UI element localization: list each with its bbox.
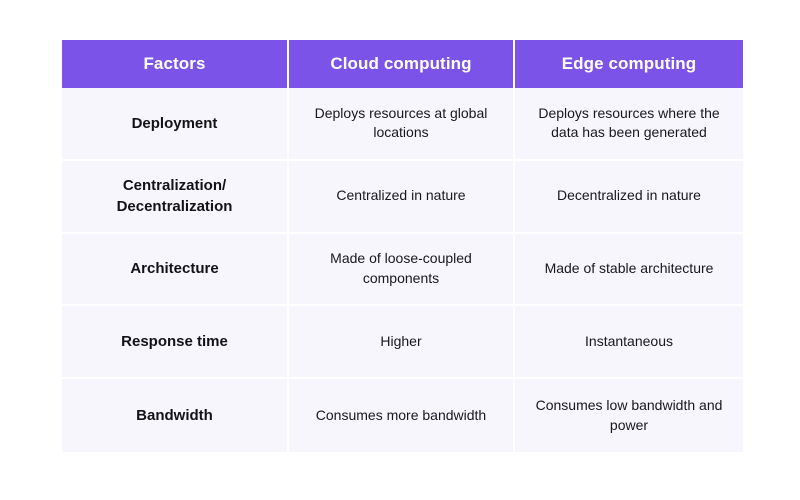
cell-edge: Deploys resources where the data has bee… — [515, 88, 743, 161]
factor-label: Deployment — [131, 114, 218, 132]
table-row: Bandwidth Consumes more bandwidth Consum… — [62, 379, 743, 452]
factor-label: Bandwidth — [136, 407, 213, 425]
cloud-value: Made of loose-coupled components — [330, 250, 472, 286]
cell-cloud: Made of loose-coupled components — [289, 233, 515, 307]
table-row: Deployment Deploys resources at global l… — [62, 88, 743, 161]
cell-edge: Made of stable architecture — [515, 233, 743, 307]
edge-value: Deploys resources where the data has bee… — [538, 104, 720, 141]
cell-factor: Bandwidth — [62, 379, 289, 452]
cell-factor: Centralization/ Decentralization — [62, 160, 289, 234]
edge-value: Decentralized in nature — [557, 187, 701, 204]
column-header-edge-computing: Edge computing — [515, 40, 743, 88]
cell-factor: Deployment — [62, 88, 289, 161]
cloud-value: Consumes more bandwidth — [315, 406, 487, 423]
factor-label: Architecture — [130, 260, 219, 278]
table-row: Centralization/ Decentralization Central… — [62, 160, 743, 234]
comparison-table: Factors Cloud computing Edge computing D… — [62, 40, 743, 452]
cell-factor: Architecture — [62, 233, 289, 307]
edge-value: Consumes low bandwidth and power — [535, 397, 723, 433]
cloud-value: Deploys resources at global locations — [314, 104, 488, 141]
cell-cloud: Centralized in nature — [289, 160, 515, 234]
column-header-cloud-computing: Cloud computing — [289, 40, 515, 88]
cell-edge: Instantaneous — [515, 306, 743, 380]
column-header-factors: Factors — [62, 40, 289, 88]
cloud-value: Centralized in nature — [336, 187, 466, 204]
edge-value: Instantaneous — [585, 332, 673, 349]
table-body: Deployment Deploys resources at global l… — [62, 88, 743, 452]
table-header: Factors Cloud computing Edge computing — [62, 40, 743, 88]
edge-value: Made of stable architecture — [544, 260, 714, 277]
cell-edge: Decentralized in nature — [515, 160, 743, 234]
cell-cloud: Consumes more bandwidth — [289, 379, 515, 452]
factor-label: Response time — [121, 333, 228, 351]
cell-edge: Consumes low bandwidth and power — [515, 379, 743, 452]
factor-label: Centralization/ Decentralization — [116, 177, 233, 216]
header-row: Factors Cloud computing Edge computing — [62, 40, 743, 88]
cell-cloud: Deploys resources at global locations — [289, 88, 515, 161]
cell-cloud: Higher — [289, 306, 515, 380]
table-row: Response time Higher Instantaneous — [62, 306, 743, 380]
cloud-value: Higher — [380, 332, 422, 349]
table-row: Architecture Made of loose-coupled compo… — [62, 233, 743, 307]
cell-factor: Response time — [62, 306, 289, 380]
